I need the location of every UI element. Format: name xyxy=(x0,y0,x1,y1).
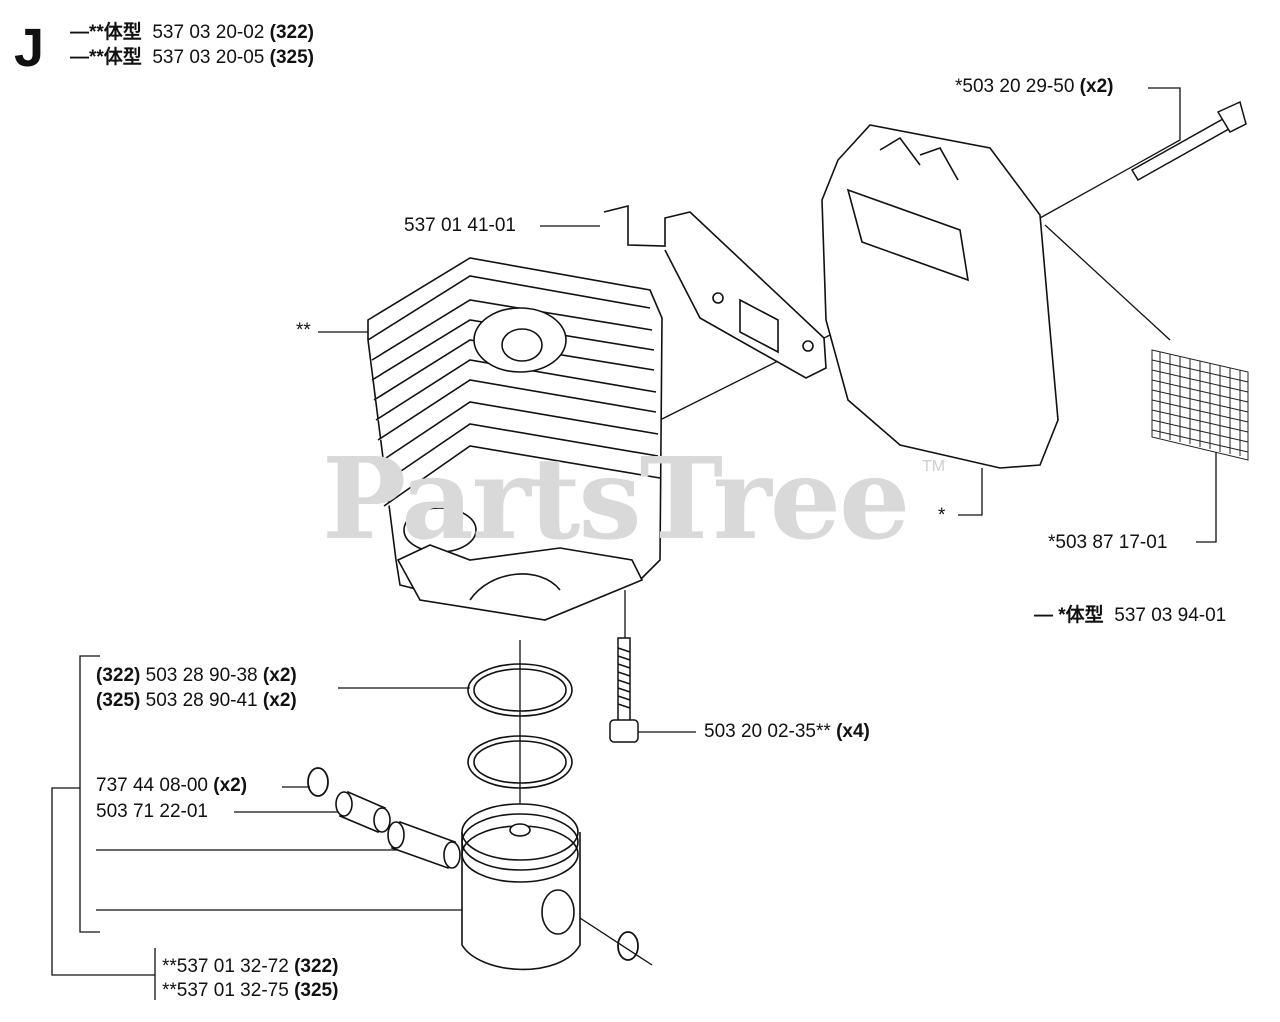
circlip-right xyxy=(617,931,639,961)
needle-bearing xyxy=(335,790,391,834)
partstree-watermark: PartsTree xyxy=(322,434,910,565)
callout-muffler-kit[interactable]: — *体型 537 03 94-01 xyxy=(1034,605,1226,627)
callout-circlip[interactable]: 737 44 08-00 (x2) xyxy=(96,775,247,797)
exhaust-bracket xyxy=(603,204,827,379)
muffler xyxy=(821,124,1059,469)
part-number: **537 01 32-75 xyxy=(162,980,289,1001)
leader-ring-bracket xyxy=(79,655,100,933)
callout-cylinder[interactable]: ** xyxy=(296,320,311,342)
callout-cylinder-screw[interactable]: 503 20 02-35** (x4) xyxy=(704,721,870,743)
model: (322) xyxy=(96,665,141,686)
piston-pin xyxy=(387,820,461,870)
part-number: **537 01 32-72 xyxy=(162,956,289,977)
spark-screen xyxy=(1151,349,1249,461)
part-number: 537 01 41-01 xyxy=(404,215,516,236)
trademark-mark: TM xyxy=(922,458,946,475)
section-letter: J xyxy=(14,18,45,78)
cylinder-screw xyxy=(609,637,639,743)
part-number: ** xyxy=(296,320,311,341)
kit-part-number[interactable]: 537 03 20-02 xyxy=(152,22,265,43)
quantity: (x2) xyxy=(262,690,297,711)
callout-muffler-bolt[interactable]: *503 20 29-50 (x2) xyxy=(955,76,1113,98)
kit-model: (325) xyxy=(269,47,314,68)
part-number: 503 28 90-38 xyxy=(145,665,258,686)
part-number: 503 28 90-41 xyxy=(145,690,258,711)
part-number: * xyxy=(938,505,946,526)
piston-rings xyxy=(467,663,573,789)
kit-prefix: — *体型 xyxy=(1034,605,1104,626)
leader-bolt-muffler xyxy=(1039,87,1181,219)
model: (322) xyxy=(294,956,339,977)
circlip-left xyxy=(307,767,329,797)
callout-needle-bearing[interactable]: 503 71 22-01 xyxy=(96,801,208,823)
kit-model: (322) xyxy=(269,22,314,43)
kit-line-325: —**体型 537 03 20-05 (325) xyxy=(70,47,314,69)
kit-prefix: —**体型 xyxy=(70,47,142,68)
muffler-bolt xyxy=(1130,100,1247,182)
piston xyxy=(461,803,581,971)
leader-muffler xyxy=(958,468,983,516)
callout-piston-322[interactable]: **537 01 32-72 (322) xyxy=(162,956,338,978)
leader-screen xyxy=(1196,450,1217,543)
part-number: *503 20 29-50 xyxy=(955,76,1075,97)
quantity: (x2) xyxy=(1079,76,1114,97)
kit-line-322: —**体型 537 03 20-02 (322) xyxy=(70,22,314,44)
quantity: (x4) xyxy=(836,721,870,742)
quantity: (x2) xyxy=(262,665,297,686)
part-number: 537 03 94-01 xyxy=(1114,605,1227,626)
quantity: (x2) xyxy=(213,775,248,796)
part-number: 503 20 02-35** xyxy=(704,721,831,742)
leader-screen-diag xyxy=(1044,224,1171,341)
part-number: 737 44 08-00 xyxy=(96,775,208,796)
part-number: *503 87 17-01 xyxy=(1048,532,1168,553)
part-number: 503 71 22-01 xyxy=(96,801,208,822)
kit-prefix: —**体型 xyxy=(70,22,142,43)
model: (325) xyxy=(96,690,141,711)
callout-rings-322[interactable]: (322) 503 28 90-38 (x2) xyxy=(96,665,297,687)
callout-muffler[interactable]: * xyxy=(938,505,945,527)
cylinder xyxy=(367,257,663,621)
leader-piston-bracket xyxy=(51,787,155,976)
kit-part-number[interactable]: 537 03 20-05 xyxy=(152,47,265,68)
callout-piston-325[interactable]: **537 01 32-75 (325) xyxy=(162,980,338,1002)
callout-bracket[interactable]: 537 01 41-01 xyxy=(404,215,516,237)
callout-spark-screen[interactable]: *503 87 17-01 xyxy=(1048,532,1167,554)
callout-rings-325[interactable]: (325) 503 28 90-41 (x2) xyxy=(96,690,297,712)
model: (325) xyxy=(294,980,339,1001)
